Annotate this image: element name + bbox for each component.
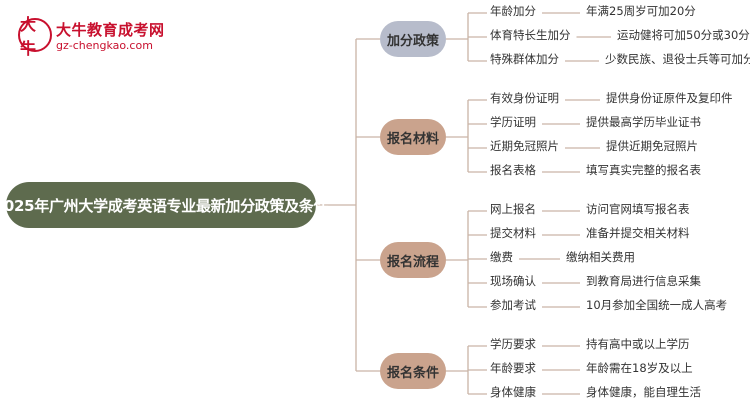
mindmap-root: 2025年广州大学成考英语专业最新加分政策及条件 (0, 182, 329, 228)
item-value: 年满25周岁可加20分 (586, 4, 696, 18)
item-label: 体育特长生加分 (490, 28, 571, 42)
item-value: 提供最高学历毕业证书 (586, 115, 701, 129)
category-node: 加分政策 (380, 21, 446, 57)
item-label: 提交材料 (490, 226, 536, 240)
item-label: 近期免冠照片 (490, 139, 559, 153)
item-value: 提供身份证原件及复印件 (606, 91, 733, 105)
item-label: 报名表格 (490, 163, 536, 177)
item-label: 年龄加分 (490, 4, 536, 18)
item-label: 有效身份证明 (490, 91, 559, 105)
category-node: 报名流程 (380, 242, 446, 278)
item-value: 10月参加全国统一成人高考 (586, 298, 728, 312)
item-label: 网上报名 (490, 202, 536, 216)
item-value: 缴纳相关费用 (566, 250, 635, 264)
item-value: 少数民族、退役士兵等可加分 (605, 52, 750, 66)
item-value: 身体健康，能自理生活 (586, 385, 701, 399)
item-label: 参加考试 (490, 298, 536, 312)
item-value: 准备并提交相关材料 (586, 226, 690, 240)
item-value: 提供近期免冠照片 (606, 139, 698, 153)
item-label: 身体健康 (490, 385, 536, 399)
site-logo[interactable]: 大牛 大牛教育成考网 gz-chengkao.com (18, 15, 165, 58)
item-label: 现场确认 (490, 274, 536, 288)
item-value: 访问官网填写报名表 (586, 202, 690, 216)
item-value: 填写真实完整的报名表 (586, 163, 701, 177)
item-label: 缴费 (490, 250, 513, 264)
logo-mark-icon: 大牛 (18, 15, 52, 58)
item-value: 运动健将可加50分或30分 (617, 28, 750, 42)
item-label: 年龄要求 (490, 361, 536, 375)
category-node: 报名条件 (380, 353, 446, 389)
item-label: 学历要求 (490, 337, 536, 351)
logo-title: 大牛教育成考网 (56, 21, 165, 39)
item-value: 年龄需在18岁及以上 (586, 361, 693, 375)
item-label: 学历证明 (490, 115, 536, 129)
item-value: 到教育局进行信息采集 (586, 274, 701, 288)
logo-url: gz-chengkao.com (56, 39, 153, 52)
category-node: 报名材料 (380, 119, 446, 155)
item-label: 特殊群体加分 (490, 52, 559, 66)
item-value: 持有高中或以上学历 (586, 337, 690, 351)
